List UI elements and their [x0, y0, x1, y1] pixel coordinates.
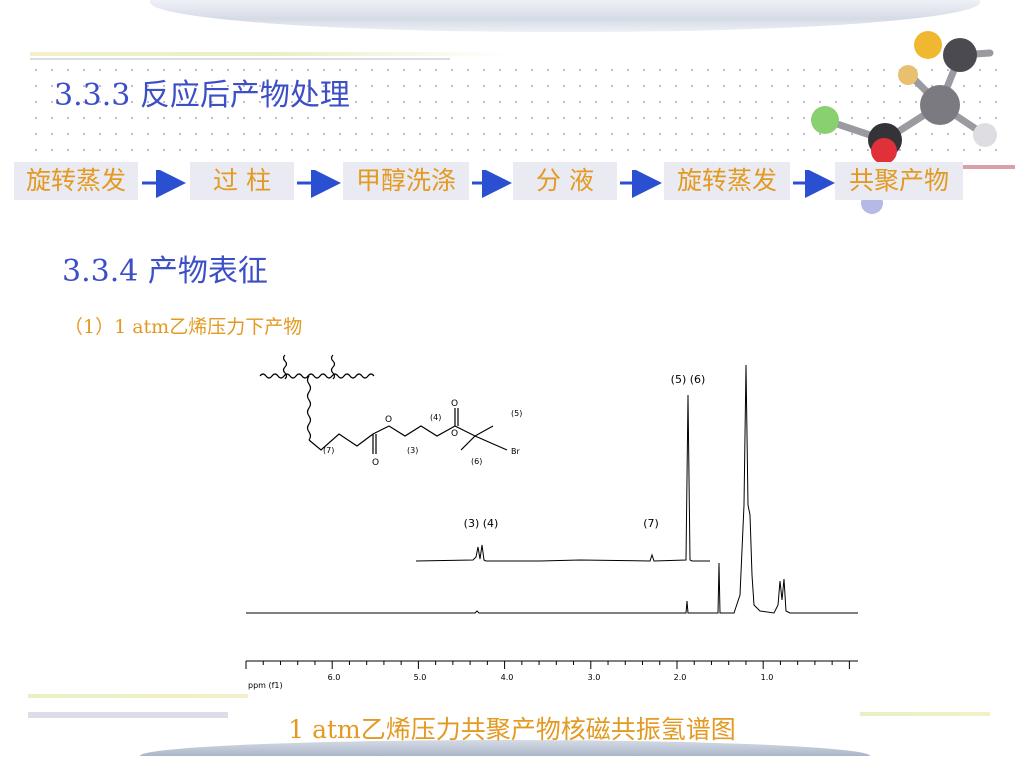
flow-step-column: 过 柱 — [190, 162, 294, 200]
structure-label-7: (7) — [323, 446, 334, 455]
figure-caption: 1 atm乙烯压力共聚产物核磁共振氢谱图 — [288, 715, 736, 744]
axis-ticks — [245, 661, 850, 669]
oxygen-label: O — [385, 415, 392, 425]
flow-step-copolymer-product: 共聚产物 — [835, 162, 963, 200]
oxygen-label: O — [372, 458, 379, 468]
oxygen-label: O — [451, 429, 458, 439]
flow-step-separation: 分 液 — [513, 162, 617, 200]
peak-label-5-6: (5) (6) — [671, 373, 706, 386]
tick-label: 6.0 — [328, 673, 341, 682]
tick-label: 3.0 — [588, 673, 601, 682]
structure-label-4: (4) — [430, 413, 441, 422]
structure-label-3: (3) — [407, 446, 418, 455]
right-stripe — [955, 165, 1015, 169]
axis-unit-label: ppm (f1) — [248, 681, 283, 690]
top-stripe — [30, 52, 510, 56]
flow-step-rotary-evaporation-1: 旋转蒸发 — [14, 162, 138, 200]
spectrum-trace-inset — [415, 394, 710, 562]
peak-label-7: (7) — [643, 517, 659, 530]
bottom-stripe-left — [28, 694, 248, 698]
flow-arrows — [142, 170, 835, 198]
section-334-heading: 3.3.4 产物表征 — [62, 254, 268, 289]
tick-label: 4.0 — [501, 673, 514, 682]
tick-label: 5.0 — [414, 673, 427, 682]
bottom-stripe-left-2 — [28, 712, 228, 718]
flow-step-rotary-evaporation-2: 旋转蒸发 — [664, 162, 790, 200]
chemical-structure: O O O O (4) (5) (7) (3) (6) Br — [259, 354, 522, 468]
subsection-heading: （1）1 atm乙烯压力下产物 — [64, 316, 303, 338]
nmr-spectrum-chart: 6.0 5.0 4.0 3.0 2.0 1.0 ppm (f1) (5) (6)… — [245, 364, 858, 690]
bottom-band — [140, 740, 870, 756]
molecule-model-icon — [811, 31, 997, 214]
dot-grid-background — [28, 62, 1008, 162]
flow-step-methanol-wash: 甲醇洗涤 — [343, 162, 469, 200]
bromine-label: Br — [511, 447, 520, 456]
structure-label-5: (5) — [511, 409, 522, 418]
section-333-heading: 3.3.3 反应后产物处理 — [54, 78, 350, 113]
tick-label: 2.0 — [674, 673, 687, 682]
oxygen-label: O — [451, 399, 458, 409]
spectrum-trace-main — [246, 364, 858, 614]
peak-label-3-4: (3) (4) — [464, 517, 499, 530]
tick-label: 1.0 — [761, 673, 774, 682]
top-stripe-2 — [30, 58, 450, 60]
structure-label-6: (6) — [471, 457, 482, 466]
bottom-stripe-right — [860, 712, 990, 716]
